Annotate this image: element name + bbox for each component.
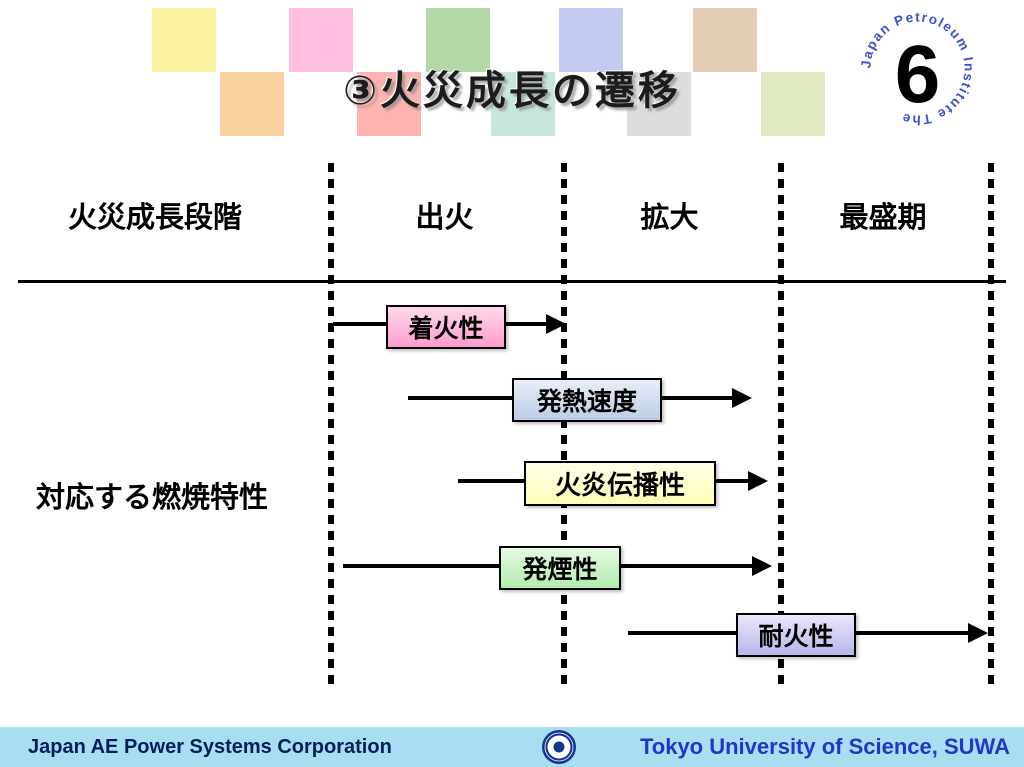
arrow-head-icon	[748, 471, 768, 491]
slide-title: ③火災成長の遷移	[343, 69, 681, 113]
footer-university-name: Tokyo University of Science, SUWA	[639, 734, 1010, 759]
university-logo-icon	[542, 730, 576, 764]
stage-divider-dotted-line	[328, 163, 334, 690]
arrow-head-icon	[732, 388, 752, 408]
property-box-smoke: 発煙性	[499, 546, 621, 590]
decor-square	[357, 72, 421, 136]
petroleum-institute-badge: Japan Petroleum Institute The 6	[855, 6, 980, 131]
decor-square	[693, 8, 757, 72]
stage-label-ignition: 出火	[415, 202, 474, 234]
stage-divider-dotted-line	[778, 163, 784, 690]
slide-number: 6	[895, 29, 941, 120]
stage-label-peak: 最盛期	[839, 202, 927, 234]
decor-square	[761, 72, 825, 136]
footer-company-name: Japan AE Power Systems Corporation	[28, 736, 392, 758]
badge-graphic: Japan Petroleum Institute The 6	[858, 9, 975, 127]
property-box-heat-release: 発熱速度	[512, 378, 662, 422]
header-rule	[18, 280, 1006, 283]
decor-square	[627, 72, 691, 136]
characteristics-label: 対応する燃焼特性	[36, 482, 269, 514]
arrow-head-icon	[752, 556, 772, 576]
decor-square	[220, 72, 284, 136]
stage-label-growth: 拡大	[640, 202, 699, 234]
property-box-flame-spread: 火炎伝播性	[524, 461, 716, 506]
arrow-head-icon	[546, 314, 566, 334]
decor-square	[559, 8, 623, 72]
stage-divider-dotted-line	[988, 163, 994, 690]
decor-square	[152, 8, 216, 72]
decor-square	[426, 8, 490, 72]
arrow-head-icon	[968, 623, 988, 643]
footer-bar: Japan AE Power Systems Corporation Tokyo…	[0, 727, 1024, 767]
property-box-fire-resistance: 耐火性	[736, 613, 856, 657]
decor-square	[491, 72, 555, 136]
decor-square	[289, 8, 353, 72]
stage-header-label: 火災成長段階	[67, 202, 242, 234]
stage-divider-dotted-line	[561, 163, 567, 690]
property-box-ignitability: 着火性	[386, 305, 506, 349]
